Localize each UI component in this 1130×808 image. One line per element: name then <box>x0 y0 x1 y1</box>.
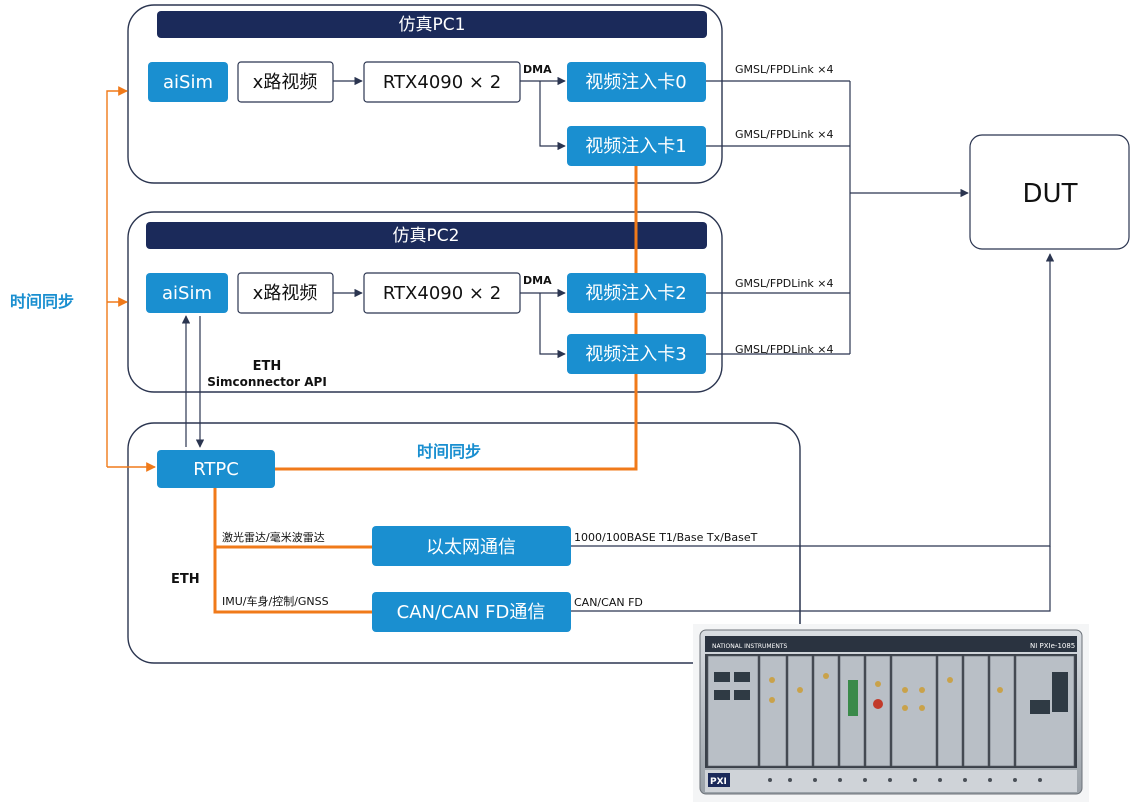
dut-box <box>969 134 1130 250</box>
chassis-model: NI PXIe-1085 <box>1030 642 1075 650</box>
pc2-aisim-label: aiSim <box>162 283 212 304</box>
time-sync-left-label: 时间同步 <box>10 292 74 311</box>
pc1-link0-label: GMSL/FPDLink ×4 <box>735 63 834 76</box>
pc1-gpu-label: RTX4090 × 2 <box>383 72 501 93</box>
can-comm-box <box>372 592 571 632</box>
pc2-aisim-box <box>146 273 228 313</box>
chassis-pxi-logo: PXI <box>710 777 727 787</box>
pc2-video-label: x路视频 <box>253 283 318 304</box>
can-comm-label: CAN/CAN FD通信 <box>397 602 546 623</box>
ethernet-comm-label: 以太网通信 <box>426 537 516 558</box>
ethernet-comm-box <box>372 526 571 566</box>
pc2-card3-box <box>567 334 706 374</box>
imu-label: IMU/车身/控制/GNSS <box>222 594 329 608</box>
pc1-video-label: x路视频 <box>253 72 318 93</box>
pc2-card2-box <box>567 273 706 313</box>
pc2-title-bar <box>146 222 707 249</box>
ethernet-spec-label: 1000/100BASE T1/Base Tx/BaseT <box>574 531 758 544</box>
pc1-card0-label: 视频注入卡0 <box>585 72 686 93</box>
pc2-dma-label: DMA <box>523 274 552 287</box>
pc1-container <box>127 4 723 184</box>
pc1-aisim-box <box>148 62 228 102</box>
lidar-radar-label: 激光雷达/毫米波雷达 <box>222 530 325 544</box>
eth-label-pc2: ETH <box>253 359 282 374</box>
pc2-title: 仿真PC2 <box>393 226 460 246</box>
ni-pxie-chassis-image: NATIONAL INSTRUMENTS NI PXIe-1085 <box>693 624 1089 802</box>
pc1-gpu-box <box>363 61 521 103</box>
pc2-container <box>127 211 723 393</box>
pc2-gpu-box <box>363 272 521 314</box>
can-spec-label: CAN/CAN FD <box>574 596 643 609</box>
pc1-card1-label: 视频注入卡1 <box>585 136 686 157</box>
pc1-video-box <box>237 61 334 103</box>
pc2-link2-label: GMSL/FPDLink ×4 <box>735 277 834 290</box>
simconnector-api-label: Simconnector API <box>207 375 327 389</box>
rtpc-container <box>127 422 801 664</box>
rtpc-label: RTPC <box>193 459 239 480</box>
rtpc-box <box>157 450 275 488</box>
pc1-card0-box <box>567 62 706 102</box>
pc2-card2-label: 视频注入卡2 <box>585 283 686 304</box>
pc2-video-box <box>237 272 334 314</box>
pc1-card1-box <box>567 126 706 166</box>
pc1-link1-label: GMSL/FPDLink ×4 <box>735 128 834 141</box>
pc1-title-bar <box>157 11 707 38</box>
pc1-dma-label: DMA <box>523 63 552 76</box>
pc2-gpu-label: RTX4090 × 2 <box>383 283 501 304</box>
pc2-link3-label: GMSL/FPDLink ×4 <box>735 343 834 356</box>
time-sync-rtpc-label: 时间同步 <box>417 442 481 461</box>
pc1-title: 仿真PC1 <box>399 15 466 35</box>
pc1-aisim-label: aiSim <box>163 72 213 93</box>
dut-label: DUT <box>1023 179 1078 209</box>
eth-label-rtpc: ETH <box>171 572 200 587</box>
chassis-brand: NATIONAL INSTRUMENTS <box>712 643 788 650</box>
pc2-card3-label: 视频注入卡3 <box>585 344 686 365</box>
